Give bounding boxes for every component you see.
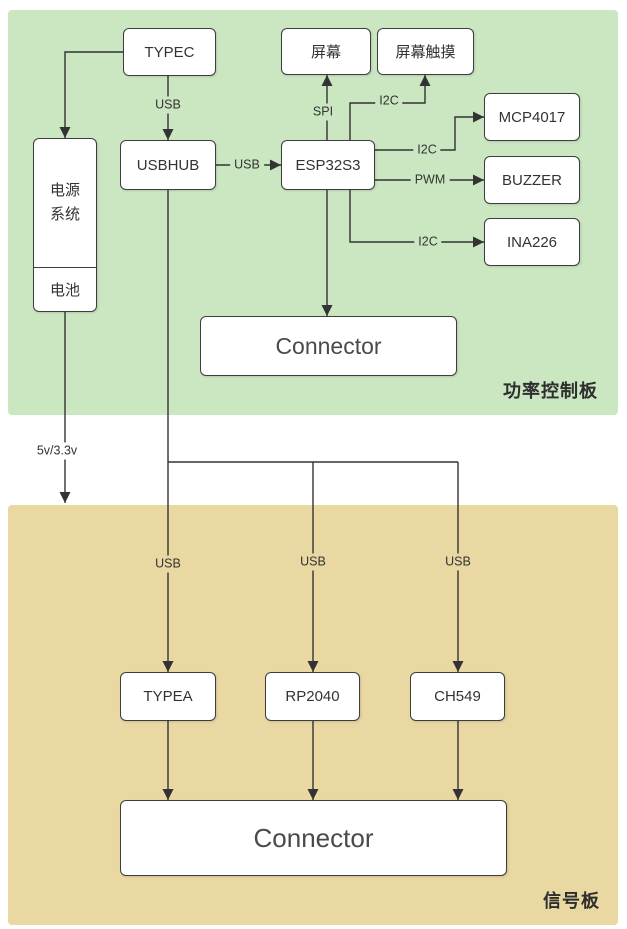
edge-label-power-rail: 5v/3.3v [32, 442, 82, 460]
node-buzzer: BUZZER [484, 156, 580, 204]
edge-label-spi: SPI [308, 103, 338, 121]
node-signal-connector: Connector [120, 800, 507, 876]
node-mcp4017: MCP4017 [484, 93, 580, 141]
edge-label-usb-ch549: USB [441, 553, 475, 571]
node-power-system-group: 电源系统 电池 [33, 138, 97, 312]
node-rp2040: RP2040 [265, 672, 360, 721]
node-power-connector: Connector [200, 316, 457, 376]
node-typec: TYPEC [123, 28, 216, 76]
edge-label-pwm: PWM [410, 171, 450, 189]
node-usbhub: USBHUB [120, 140, 216, 190]
edge-typec-to-power-system [59, 51, 123, 138]
edge-label-usb-rp2040: USB [296, 553, 330, 571]
signal-board-title: 信号板 [543, 891, 600, 911]
node-ch549: CH549 [410, 672, 505, 721]
edge-label-i2c-mcp: I2C [413, 141, 441, 159]
node-typea: TYPEA [120, 672, 216, 721]
node-power-system: 电源系统 [34, 139, 96, 268]
power-board-title: 功率控制板 [503, 381, 598, 401]
node-screen: 屏幕 [281, 28, 371, 75]
node-battery: 电池 [49, 282, 80, 299]
edge-label-usb-hub-esp: USB [230, 156, 264, 174]
node-esp32s3: ESP32S3 [281, 140, 375, 190]
edge-label-usb-typec: USB [151, 96, 185, 114]
edge-label-i2c-ina: I2C [414, 233, 442, 251]
edge-label-i2c-touch: I2C [375, 92, 403, 110]
node-ina226: INA226 [484, 218, 580, 266]
node-screen-touch: 屏幕触摸 [377, 28, 474, 75]
edge-label-usb-typea: USB [151, 555, 185, 573]
